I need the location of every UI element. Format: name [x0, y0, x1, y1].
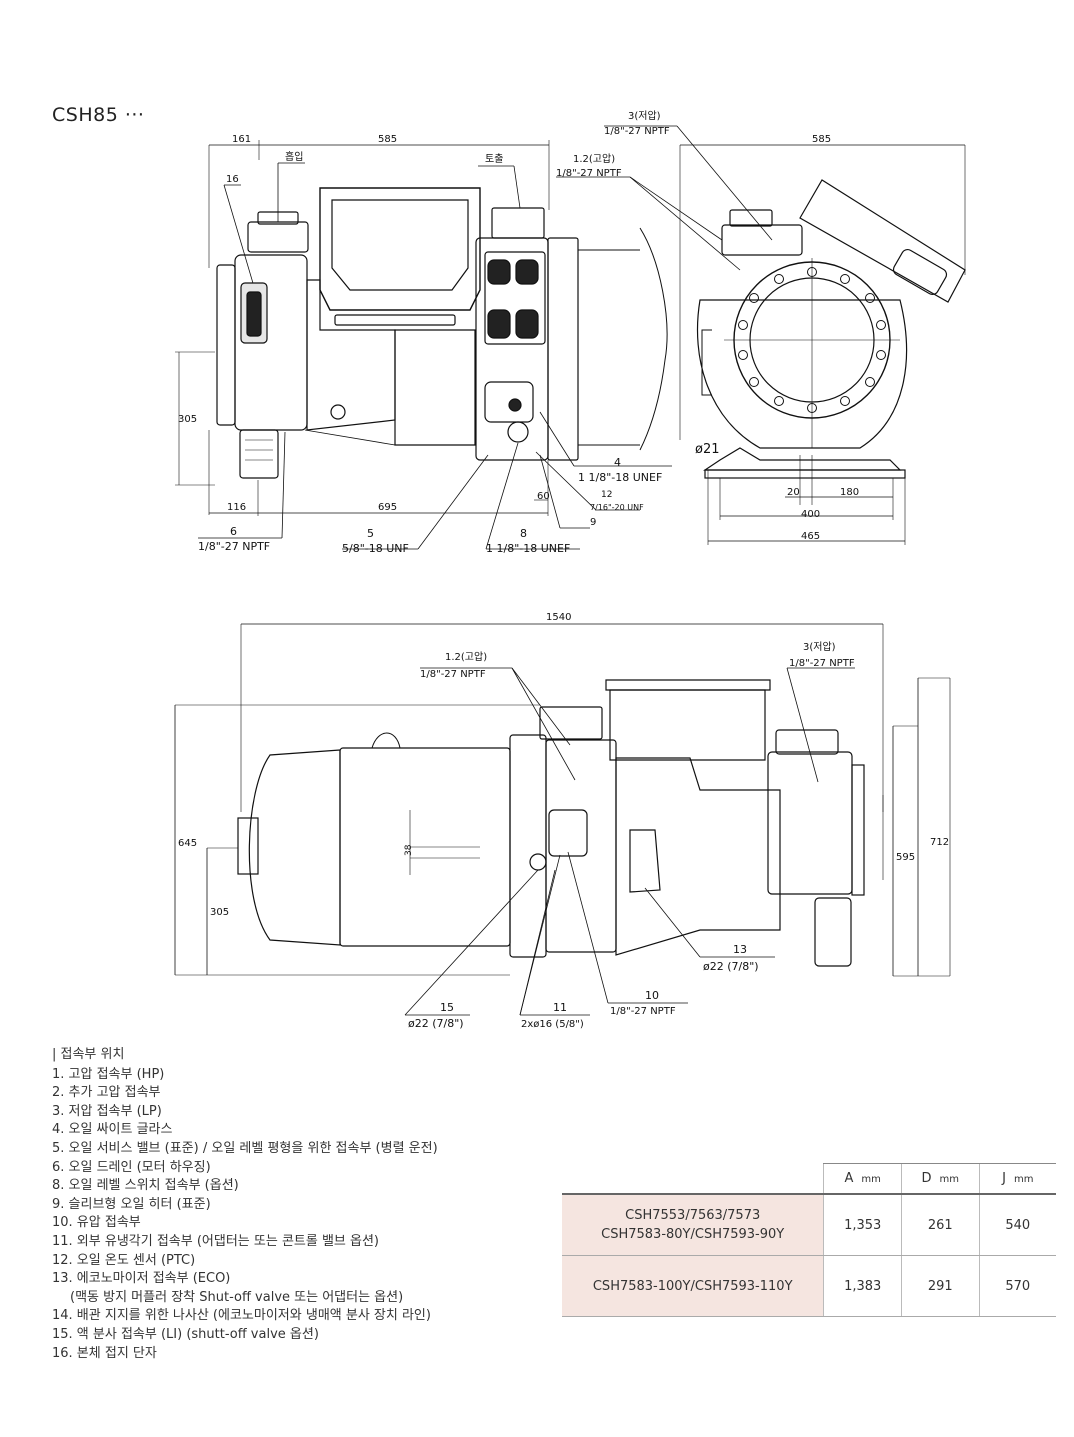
- discharge-label: 토출: [485, 153, 503, 165]
- dim-60: 60: [537, 491, 550, 502]
- dim-695: 695: [378, 502, 397, 513]
- legend-heading: | 접속부 위치: [52, 1047, 125, 1062]
- label-4-spec: 1 1/8"-18 UNEF: [578, 471, 662, 484]
- label-3-spec-top: 1/8"-27 NPTF: [604, 126, 670, 137]
- legend-item: 5. 오일 서비스 밸브 (표준) / 오일 레벨 평형을 위한 접속부 (병렬…: [52, 1140, 438, 1156]
- dim-585-left: 585: [378, 134, 397, 145]
- label-1-2-num-top: 1.2(고압): [573, 152, 615, 165]
- value-a: 1,383: [823, 1255, 902, 1317]
- dim-116: 116: [227, 502, 246, 513]
- model-header: [562, 1163, 824, 1195]
- label-1-2-num-bottom: 1.2(고압): [445, 650, 487, 663]
- table-row: CSH7583-100Y/CSH7593-110Y 1,383 291 570: [562, 1255, 1056, 1317]
- page-title: CSH85 ···: [52, 104, 145, 126]
- label-13-spec: ø22 (7/8"): [703, 960, 759, 973]
- legend-item: (맥동 방지 머플러 장착 Shut-off valve 또는 어댑터는 옵션): [70, 1289, 404, 1305]
- top-view: [174, 623, 951, 1016]
- label-6-spec: 1/8"-27 NPTF: [198, 540, 270, 553]
- dim-465: 465: [801, 531, 820, 542]
- value-d: 291: [900, 1255, 980, 1317]
- label-10-num: 10: [645, 989, 659, 1002]
- label-3-spec-bottom: 1/8"-27 NPTF: [789, 658, 855, 669]
- dim-400: 400: [801, 509, 820, 520]
- dim-305-top: 305: [178, 414, 197, 425]
- dim-180: 180: [840, 487, 859, 498]
- label-9: 9: [590, 517, 596, 528]
- label-11-spec: 2xø16 (5/8"): [521, 1019, 584, 1030]
- legend-item: 14. 배관 지지를 위한 나사산 (에코노마이저와 냉매액 분사 장치 라인): [52, 1308, 431, 1324]
- legend-item: 3. 저압 접속부 (LP): [52, 1103, 162, 1119]
- dim-161: 161: [232, 134, 251, 145]
- dim-585-right: 585: [812, 134, 831, 145]
- model-cell: CSH7553/7563/7573 CSH7583-80Y/CSH7593-90…: [562, 1194, 824, 1256]
- legend-item: 9. 슬리브형 오일 히터 (표준): [52, 1196, 211, 1212]
- dim-1540: 1540: [546, 612, 571, 623]
- label-1-2-spec-top: 1/8"-27 NPTF: [556, 168, 622, 179]
- label-8-num: 8: [520, 527, 527, 540]
- label-12-spec: 7/16"-20 UNF: [590, 503, 644, 512]
- label-5-spec: 5/8"-18 UNF: [342, 542, 409, 555]
- legend-item: 4. 오일 싸이트 글라스: [52, 1122, 173, 1138]
- label-12-num: 12: [601, 490, 612, 500]
- label-1-2-spec-bottom: 1/8"-27 NPTF: [420, 669, 486, 680]
- label-3-num-bottom: 3(저압): [803, 640, 836, 653]
- label-5-num: 5: [367, 527, 374, 540]
- label-6-num: 6: [230, 525, 237, 538]
- legend-item: 15. 액 분사 접속부 (LI) (shutt-off valve 옵션): [52, 1326, 319, 1342]
- legend-item: 6. 오일 드레인 (모터 하우징): [52, 1159, 211, 1175]
- label-10-spec: 1/8"-27 NPTF: [610, 1006, 676, 1017]
- label-4-num: 4: [614, 456, 621, 469]
- dim-595: 595: [896, 852, 915, 863]
- side-view: [175, 140, 672, 550]
- legend-item: 13. 에코노마이저 접속부 (ECO): [52, 1271, 231, 1287]
- value-j: 570: [978, 1255, 1056, 1317]
- legend-item: 10. 유압 접속부: [52, 1215, 141, 1231]
- legend-item: 11. 외부 유냉각기 접속부 (어댑터는 또는 콘트롤 밸브 옵션): [52, 1233, 379, 1249]
- label-16: 16: [226, 174, 239, 185]
- dim-645: 645: [178, 838, 197, 849]
- label-11-num: 11: [553, 1001, 567, 1014]
- label-3-num-top: 3(저압): [628, 109, 661, 122]
- value-j: 540: [978, 1194, 1056, 1256]
- value-a: 1,353: [823, 1194, 902, 1256]
- dim-305-bottom: 305: [210, 907, 229, 918]
- label-13-num: 13: [733, 943, 747, 956]
- label-15-spec: ø22 (7/8"): [408, 1017, 464, 1030]
- dim-20: 20: [787, 487, 800, 498]
- technical-drawing: ø21: [174, 109, 966, 1030]
- dim-712: 712: [930, 837, 949, 848]
- legend-item: 1. 고압 접속부 (HP): [52, 1066, 165, 1082]
- dimension-labels: 161 585 흡입 토출 16 305 116 695 60 6 1/8"-2…: [178, 109, 949, 1030]
- label-15-num: 15: [440, 1001, 454, 1014]
- suction-label: 흡입: [285, 150, 303, 163]
- legend-item: 2. 추가 고압 접속부: [52, 1085, 161, 1101]
- connection-legend: | 접속부 위치 1. 고압 접속부 (HP) 2. 추가 고압 접속부 3. …: [52, 1046, 438, 1363]
- value-d: 261: [900, 1194, 980, 1256]
- legend-item: 16. 본체 접지 단자: [52, 1345, 157, 1361]
- table-row: CSH7553/7563/7573 CSH7583-80Y/CSH7593-90…: [562, 1194, 1056, 1256]
- dim-38: 38: [404, 844, 414, 856]
- label-8-spec: 1 1/8"-18 UNEF: [486, 542, 570, 555]
- front-view: ø21: [556, 125, 966, 545]
- dia-21-label: ø21: [695, 442, 720, 457]
- model-cell: CSH7583-100Y/CSH7593-110Y: [562, 1255, 824, 1317]
- legend-item: 8. 오일 레벨 스위치 접속부 (옵션): [52, 1178, 239, 1194]
- legend-item: 12. 오일 온도 센서 (PTC): [52, 1252, 196, 1268]
